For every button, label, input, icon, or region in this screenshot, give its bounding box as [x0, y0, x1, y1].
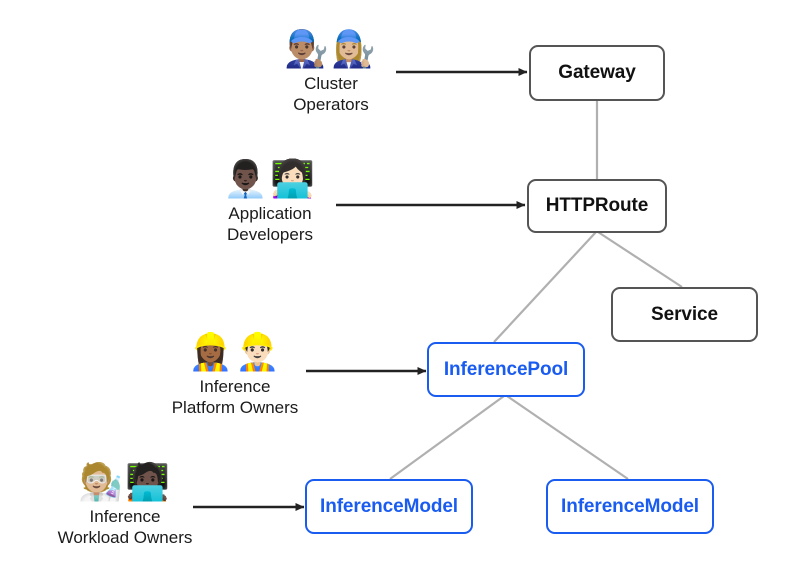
node-service[interactable]: Service [611, 287, 758, 342]
edge-httproute-service [597, 231, 683, 288]
edge-inferencepool-inferencemodel-right [506, 395, 629, 480]
inference-platform-owners-emoji-icon: 👷🏾‍♀️👷🏻‍♂️ [188, 332, 282, 373]
application-developers-emoji-icon: 👨🏿‍💼👩🏻‍💻 [223, 159, 317, 200]
inference-workload-owners-emoji-icon: 🧑🏼‍🔬🧑🏿‍💻 [78, 462, 172, 503]
application-developers-label: Application Developers [227, 204, 313, 244]
edge-inferencepool-inferencemodel-left [389, 395, 505, 480]
persona-cluster-operators: 👨🏽‍🔧👩🏼‍🔧 Cluster Operators [236, 28, 426, 115]
node-gateway-label: Gateway [558, 62, 636, 83]
edge-httproute-inferencepool [493, 231, 597, 343]
node-httproute[interactable]: HTTPRoute [527, 179, 667, 233]
node-gateway[interactable]: Gateway [529, 45, 665, 101]
cluster-operators-label: Cluster Operators [293, 74, 369, 114]
node-httproute-label: HTTPRoute [545, 195, 649, 216]
node-inferencemodel-right-label: InferenceModel [561, 495, 699, 517]
persona-inference-platform-owners: 👷🏾‍♀️👷🏻‍♂️ Inference Platform Owners [140, 331, 330, 418]
node-inferencemodel-left-label: InferenceModel [320, 495, 458, 517]
node-inferencepool[interactable]: InferencePool [427, 342, 585, 397]
persona-application-developers: 👨🏿‍💼👩🏻‍💻 Application Developers [175, 158, 365, 245]
node-inferencemodel-left[interactable]: InferenceModel [305, 479, 473, 534]
node-inferencepool-label: InferencePool [443, 358, 569, 380]
node-service-label: Service [651, 303, 718, 325]
persona-inference-workload-owners: 🧑🏼‍🔬🧑🏿‍💻 Inference Workload Owners [30, 461, 220, 548]
node-inferencemodel-right[interactable]: InferenceModel [546, 479, 714, 534]
inference-platform-owners-label: Inference Platform Owners [171, 377, 299, 417]
cluster-operators-emoji-icon: 👨🏽‍🔧👩🏼‍🔧 [284, 29, 378, 70]
inference-workload-owners-label: Inference Workload Owners [57, 507, 193, 547]
